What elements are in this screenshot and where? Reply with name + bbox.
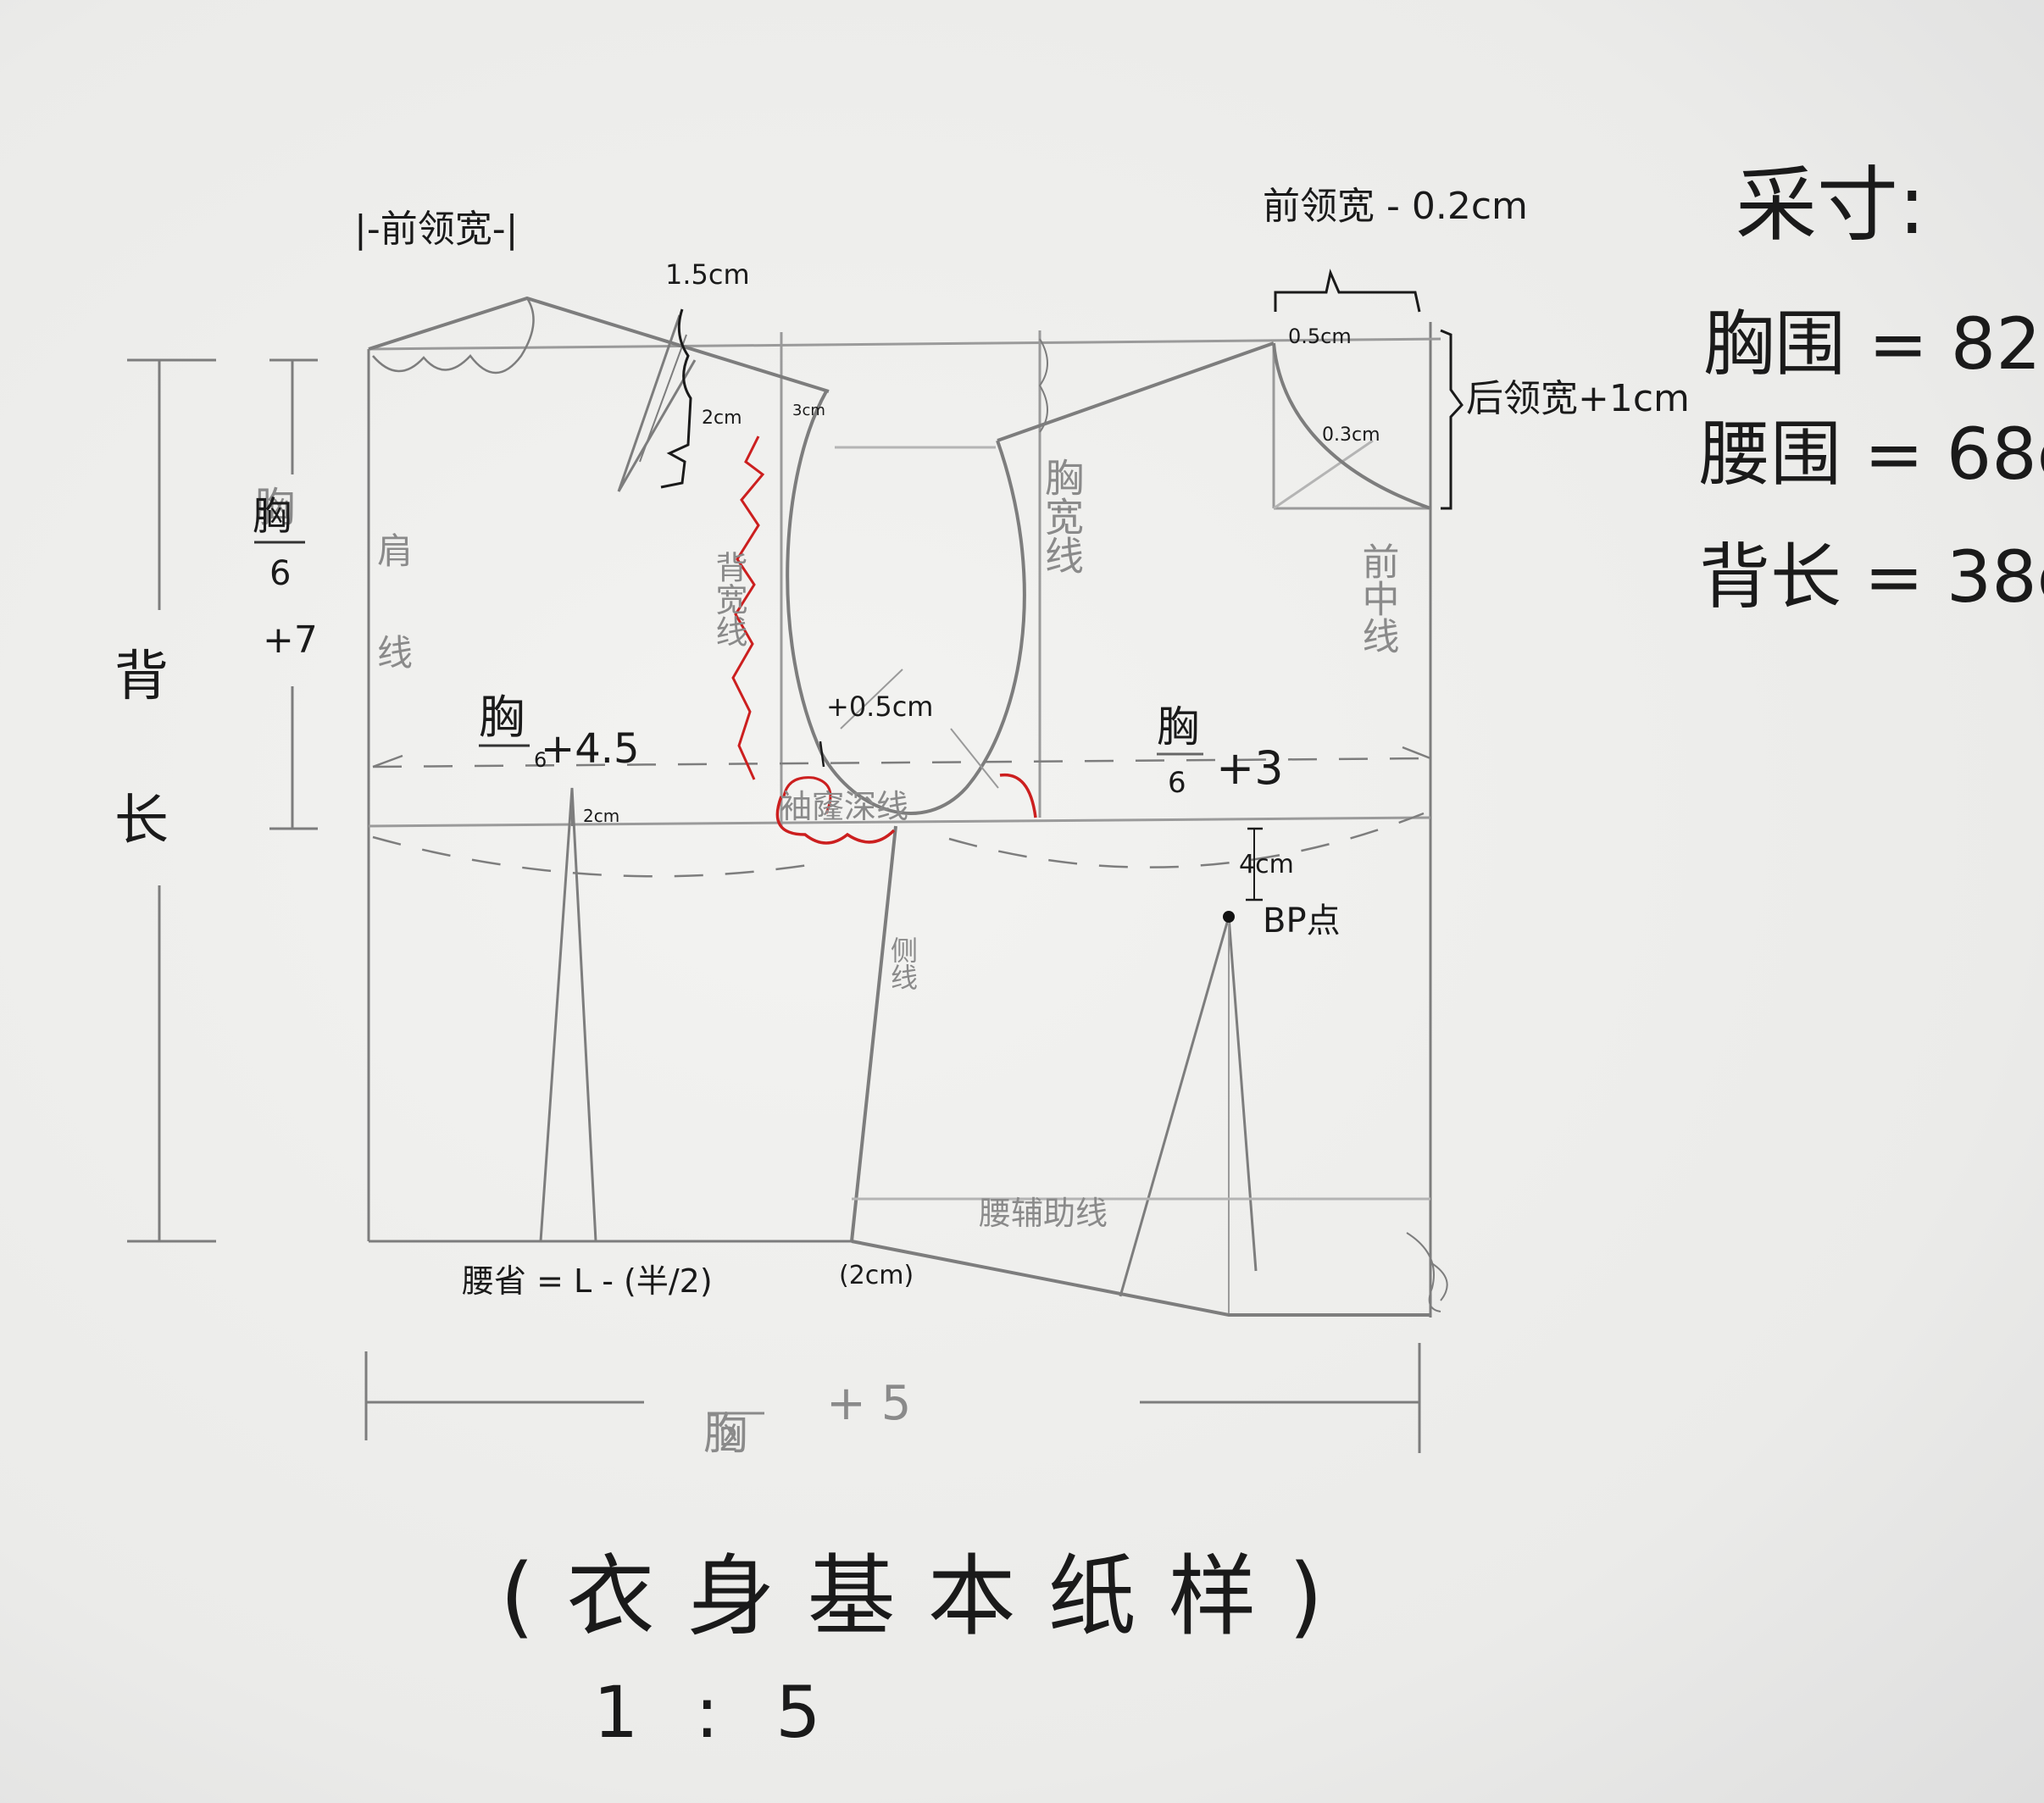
hem-curve-mark xyxy=(1406,1232,1441,1312)
chest-depth-plus-text: +7 xyxy=(263,619,318,662)
measurement-waist: 腰围 = 68cm xyxy=(1699,413,2044,496)
label-shoulder-line-2: 线 xyxy=(377,632,413,674)
front-width-num-text: 胸 xyxy=(1157,702,1199,752)
label-back-width-line: 背宽线 xyxy=(710,551,747,647)
side-offset-text: (2cm) xyxy=(839,1261,914,1290)
label-shoulder-line-1: 肩 xyxy=(377,530,413,572)
bust-line-text: 袖窿深线 xyxy=(780,788,908,825)
front-waist-dart xyxy=(1119,916,1258,1297)
waist-aux-line-text: 腰辅助线 xyxy=(979,1195,1108,1232)
ease-tick xyxy=(819,741,825,768)
front-width-plus-text: +3 xyxy=(1216,741,1284,795)
armhole-curve xyxy=(786,391,1026,815)
diagram-title: (衣身基本纸样) xyxy=(500,1545,1355,1648)
back-width-line-text: 背宽线 xyxy=(710,551,747,647)
waist-dart-text: 腰省 = L - (半/2) xyxy=(462,1262,713,1300)
armhole-angle-guide-right xyxy=(950,728,999,789)
shoulder-dart xyxy=(617,314,697,492)
neck-curve-text: 0.3cm xyxy=(1322,424,1380,446)
front-neck-width-brace xyxy=(1274,269,1421,313)
armhole-bottom-red-scallops xyxy=(775,796,896,845)
front-neck-width-text: 前领宽 - 0.2cm xyxy=(1263,185,1528,228)
pencil-labels: 肩 线 背宽线 胸宽线 前中线 侧线 袖窿深线 腰辅助线 胸 2 + 5 胸 xyxy=(254,458,1399,1460)
label-front-center-line: 前中线 xyxy=(1356,542,1399,654)
arrow-front-width-right xyxy=(1402,746,1431,760)
dart-width-text: 1.5cm xyxy=(665,258,750,291)
measurement-back-length: 背长 = 38cm xyxy=(1699,535,2044,619)
back-width-num-text: 胸 xyxy=(479,691,525,744)
armhole-angle-guide xyxy=(840,668,903,730)
dart-depth-text: 2cm xyxy=(702,408,742,429)
small-offset-text: 2cm xyxy=(583,806,619,826)
chest-width-line-text: 胸宽线 xyxy=(1039,458,1085,574)
bust-line xyxy=(368,816,1431,828)
ink-labels: |-前领宽-| 1.5cm 2cm 3cm 前领宽 - 0.2cm 0.5cm … xyxy=(354,158,2044,1754)
total-width-plus: + 5 xyxy=(826,1376,911,1431)
front-neck-curve xyxy=(1272,342,1431,510)
back-length-char-2: 长 xyxy=(114,790,169,852)
width-dashed-guide xyxy=(372,757,1431,768)
total-width-denominator: 2 xyxy=(719,1421,739,1458)
bp-point-text: BP点 xyxy=(1263,902,1341,940)
measurement-bust: 胸围 = 82cm xyxy=(1703,302,2044,386)
bp-offset-text: 4cm xyxy=(1239,850,1294,879)
fraction-labels: 胸 6 +7 背 长 胸 6 +4.5 胸 6 +3 xyxy=(114,493,1284,852)
chest-width-scallops xyxy=(1038,338,1048,433)
chest-depth-den-text: 6 xyxy=(269,554,291,593)
top-guide-line xyxy=(368,337,1441,351)
hem-curve-mark-2 xyxy=(1430,1262,1448,1301)
back-waist-dart xyxy=(539,787,597,1242)
back-width-plus-text: +4.5 xyxy=(541,725,640,773)
back-length-char-1: 背 xyxy=(114,646,169,708)
shoulder-dart-center xyxy=(639,334,687,463)
front-neck-depth-brace xyxy=(1440,329,1464,510)
armhole-ease-text: +0.5cm xyxy=(826,691,933,723)
arrow-back-width-left xyxy=(372,754,403,768)
small-mark-text: 3cm xyxy=(792,402,825,419)
label-chest-width-line: 胸宽线 xyxy=(1039,458,1085,574)
side-line xyxy=(850,825,897,1242)
back-width-red-zigzag xyxy=(731,435,765,780)
front-neck-diagonal xyxy=(1273,439,1374,510)
total-width-numerator: 胸 xyxy=(703,1409,747,1460)
back-width-den-text: 6 xyxy=(534,748,547,772)
ink-layer xyxy=(660,269,1464,902)
chest-depth-num-text: 胸 xyxy=(253,493,292,539)
armhole-red-left xyxy=(782,776,832,814)
front-center-line-text: 前中线 xyxy=(1356,542,1399,654)
dart-ink-bracket xyxy=(660,308,692,489)
red-layer xyxy=(731,435,1037,845)
chest-depth-numerator: 胸 xyxy=(254,484,295,531)
back-neck-width-text: |-前领宽-| xyxy=(354,208,518,251)
front-neck-depth-text: 后领宽+1cm xyxy=(1466,377,1690,420)
measurements-heading: 采寸: xyxy=(1736,158,1925,252)
pencil-layer xyxy=(127,296,1448,1453)
back-neck-scallops xyxy=(372,297,535,374)
front-width-den-text: 6 xyxy=(1168,766,1186,800)
label-side-line: 侧线 xyxy=(886,936,919,990)
armhole-red-right xyxy=(999,773,1037,818)
bp-point-dot xyxy=(1223,911,1235,923)
neck-offset-text: 0.5cm xyxy=(1288,325,1352,348)
front-hem-line xyxy=(851,1240,1430,1317)
front-dashed-curve xyxy=(948,812,1425,868)
side-line-text: 侧线 xyxy=(886,936,919,990)
back-dashed-curve xyxy=(372,835,814,878)
diagram-scale: 1 : 5 xyxy=(593,1671,838,1754)
